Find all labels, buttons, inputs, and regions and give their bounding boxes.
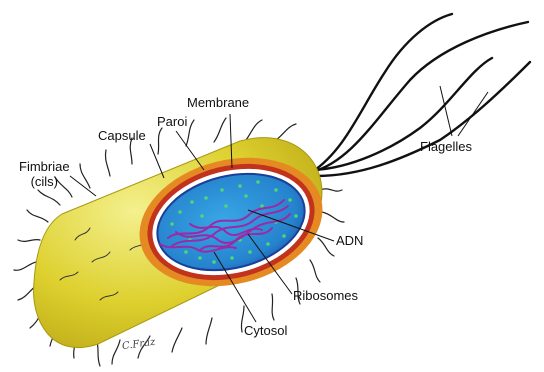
label-membrane: Membrane xyxy=(187,95,249,110)
ribosome-dot xyxy=(198,256,202,260)
ribosome-dot xyxy=(274,188,278,192)
ribosome-dot xyxy=(184,250,188,254)
label-adn: ADN xyxy=(336,233,363,248)
ribosome-dot xyxy=(200,214,204,218)
ribosome-dot xyxy=(244,194,248,198)
ribosome-dot xyxy=(248,250,252,254)
ribosome-dot xyxy=(294,214,298,218)
ribosome-dot xyxy=(220,188,224,192)
label-fimbriae-sub: (cils) xyxy=(19,174,70,189)
ribosome-dot xyxy=(282,234,286,238)
label-flagelles: Flagelles xyxy=(420,139,472,154)
ribosome-dot xyxy=(224,204,228,208)
ribosome-dot xyxy=(178,210,182,214)
label-cytosol: Cytosol xyxy=(244,323,287,338)
ribosome-dot xyxy=(238,184,242,188)
ribosome-dot xyxy=(256,180,260,184)
label-ribosomes: Ribosomes xyxy=(293,288,358,303)
ribosome-dot xyxy=(266,242,270,246)
ribosome-dot xyxy=(190,200,194,204)
label-fimbriae: Fimbriae (cils) xyxy=(19,159,70,189)
ribosome-dot xyxy=(170,222,174,226)
ribosome-dot xyxy=(204,196,208,200)
label-capsule: Capsule xyxy=(98,128,146,143)
ribosome-dot xyxy=(212,260,216,264)
ribosome-dot xyxy=(230,256,234,260)
ribosome-dot xyxy=(260,204,264,208)
ribosome-dot xyxy=(288,198,292,202)
label-fimbriae-text: Fimbriae xyxy=(19,159,70,174)
label-paroi: Paroi xyxy=(157,114,187,129)
